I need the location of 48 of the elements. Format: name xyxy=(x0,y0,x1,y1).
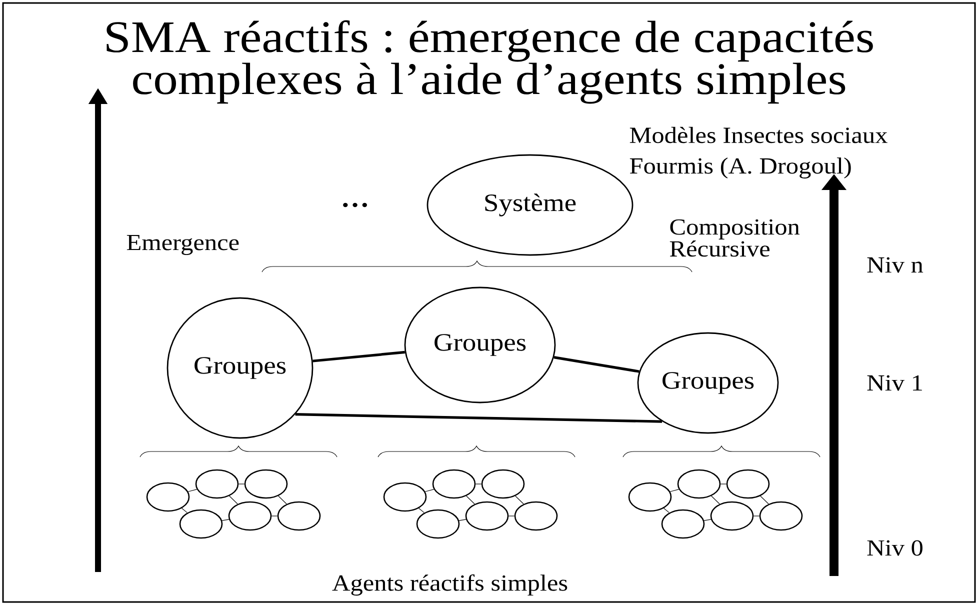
note-text: Modèles Insectes sociaux xyxy=(630,126,888,144)
agent-circle xyxy=(481,469,525,499)
ellipse-node: Groupes xyxy=(166,297,314,439)
connector-line xyxy=(278,496,287,504)
agent-circle xyxy=(677,469,721,499)
agent-circle xyxy=(661,509,705,539)
agent-circle xyxy=(146,482,190,512)
agent-circle xyxy=(465,501,509,531)
connector-line xyxy=(466,496,475,504)
agent-circle xyxy=(416,509,460,539)
agent-circle xyxy=(277,501,321,531)
ellipsis: … xyxy=(343,202,367,208)
agent-circle xyxy=(244,469,288,499)
connector-line xyxy=(458,519,466,521)
connector-line xyxy=(515,496,524,504)
axis-label: Emergence xyxy=(126,234,239,256)
agent-circle xyxy=(179,509,223,539)
connector-line xyxy=(704,519,712,521)
agent-circle xyxy=(195,469,239,499)
agent-circle xyxy=(383,482,427,512)
agent-circle xyxy=(726,469,770,499)
connector-line xyxy=(312,350,406,362)
connector-line xyxy=(670,489,680,492)
level-label: Niv 1 xyxy=(867,375,922,391)
level-label: Niv n xyxy=(867,257,924,273)
connector-line xyxy=(182,508,188,513)
ellipse-node: Groupes xyxy=(637,332,779,434)
agent-circle xyxy=(228,501,272,531)
connector-line xyxy=(222,519,230,521)
caption-text: Agents réactifs simples xyxy=(332,574,568,596)
agent-circle xyxy=(710,501,754,531)
agent-circle xyxy=(759,501,803,531)
agent-circle xyxy=(432,469,476,499)
agent-circle xyxy=(628,482,672,512)
agent-circle xyxy=(514,501,558,531)
connector-line xyxy=(760,496,769,504)
connector-line xyxy=(664,508,670,513)
slide-title: SMA réactifs : émergence de capacités complexes à l’aide d’agents simples xyxy=(106,20,873,104)
connector-line xyxy=(554,356,640,373)
axis-label: Composition Récursive xyxy=(670,219,800,257)
connector-line xyxy=(424,489,434,492)
connector-line xyxy=(188,489,198,492)
connector-line xyxy=(711,496,720,504)
ellipse-node: Groupes xyxy=(404,286,556,404)
connector-line xyxy=(295,413,662,423)
level-label: Niv 0 xyxy=(867,540,922,556)
connector-line xyxy=(229,496,238,504)
connector-line xyxy=(418,508,424,513)
